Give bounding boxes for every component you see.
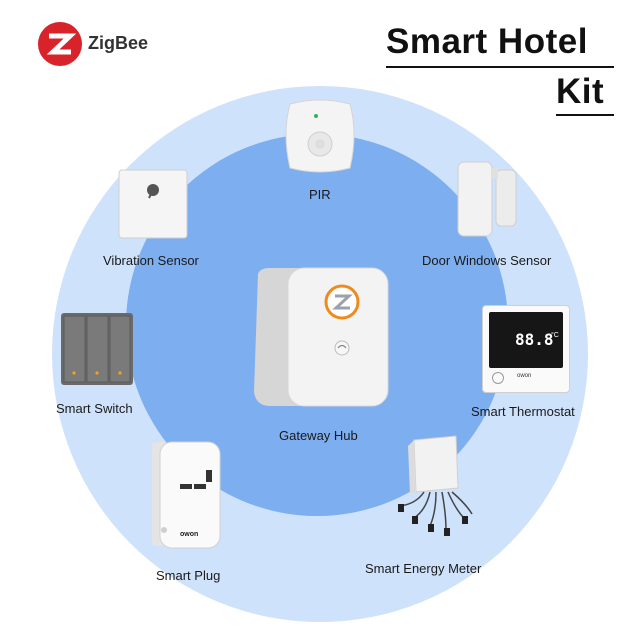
- thermostat-screen: 88.8 °C: [489, 312, 563, 368]
- smart-plug-icon: owon: [150, 440, 222, 552]
- energy-meter-label: Smart Energy Meter: [365, 561, 482, 576]
- thermostat-icon: 88.8 °C owon: [482, 305, 570, 393]
- pir-sensor-icon: [284, 98, 356, 179]
- title-underline-1: [386, 66, 614, 68]
- smart-switch-label: Smart Switch: [56, 401, 133, 416]
- pir-label: PIR: [309, 187, 331, 202]
- thermostat-label: Smart Thermostat: [471, 404, 575, 419]
- title-underline-2: [556, 114, 614, 116]
- thermostat-display-unit: °C: [551, 332, 559, 339]
- energy-meter-icon: [386, 434, 480, 559]
- zigbee-logo-text: ZigBee: [88, 33, 149, 53]
- thermostat-brand: owon: [517, 373, 532, 379]
- smart-switch-icon: [61, 313, 133, 390]
- gateway-hub-icon: [250, 266, 390, 413]
- door-window-sensor-label: Door Windows Sensor: [422, 253, 552, 268]
- thermostat-display-value: 88.8: [515, 330, 554, 349]
- door-window-sensor-icon: [456, 158, 522, 243]
- vibration-sensor-label: Vibration Sensor: [103, 253, 199, 268]
- vibration-sensor-icon: [117, 168, 189, 245]
- smart-plug-label: Smart Plug: [156, 568, 221, 583]
- thermostat-power-button: [492, 372, 504, 384]
- page-title-line2: Kit: [556, 72, 605, 111]
- gateway-hub-label: Gateway Hub: [279, 428, 358, 443]
- zigbee-logo-icon: [38, 22, 82, 66]
- smart-plug-brand: owon: [180, 531, 199, 538]
- page-title-line1: Smart Hotel: [386, 22, 588, 61]
- thermostat-body: 88.8 °C owon: [482, 305, 570, 393]
